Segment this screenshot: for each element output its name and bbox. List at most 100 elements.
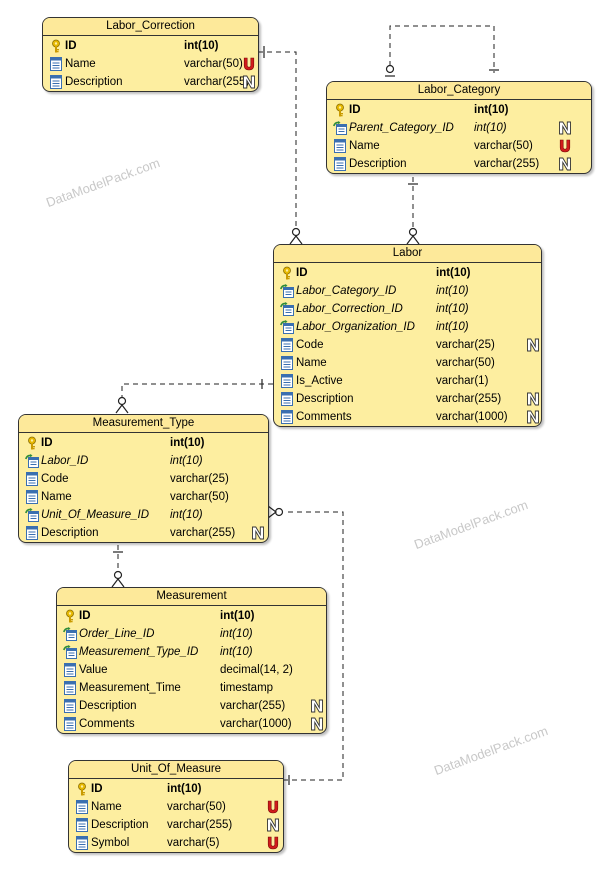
primary-key-icon <box>25 436 39 450</box>
column-type: int(10) <box>436 303 469 315</box>
rel-labor-category-self <box>389 25 495 73</box>
column-type: varchar(255) <box>220 700 286 712</box>
column-name: Order_Line_ID <box>79 628 155 640</box>
column-name: Code <box>41 473 69 485</box>
column-name: Parent_Category_ID <box>349 122 454 134</box>
column-row[interactable]: ID int(10) <box>57 607 326 625</box>
foreign-key-icon <box>63 645 77 659</box>
column-name: Symbol <box>91 837 130 849</box>
zero-marker <box>113 570 123 580</box>
column-icon <box>25 490 39 504</box>
column-icon <box>63 681 77 695</box>
foreign-key-icon <box>25 508 39 522</box>
entity-title: Labor <box>274 245 541 263</box>
primary-key-icon <box>280 266 294 280</box>
foreign-key-icon <box>280 320 294 334</box>
entity-title: Labor_Correction <box>43 18 258 36</box>
column-type: int(10) <box>220 610 255 622</box>
column-row[interactable]: Comments varchar(1000) <box>57 715 326 733</box>
column-row[interactable]: Name varchar(50) <box>274 354 541 372</box>
column-icon <box>333 157 347 171</box>
column-name: Comments <box>296 411 352 423</box>
column-type: varchar(255) <box>184 76 250 88</box>
entity-title: Measurement <box>57 588 326 606</box>
foreign-key-icon <box>280 284 294 298</box>
column-name: Name <box>91 801 122 813</box>
column-type: varchar(50) <box>184 58 243 70</box>
zero-marker <box>408 227 418 237</box>
column-icon <box>63 699 77 713</box>
nullable-icon <box>558 121 572 135</box>
entity-title: Labor_Category <box>327 82 591 100</box>
nullable-icon <box>310 699 324 713</box>
crowfoot-marker <box>289 235 303 245</box>
primary-key-icon <box>333 103 347 117</box>
column-type: varchar(1000) <box>220 718 292 730</box>
column-type: int(10) <box>436 267 471 279</box>
column-name: Name <box>349 140 380 152</box>
column-type: int(10) <box>436 285 469 297</box>
column-icon <box>63 717 77 731</box>
unique-icon <box>558 139 572 153</box>
nullable-icon <box>526 338 540 352</box>
column-type: int(10) <box>184 40 219 52</box>
column-name: Description <box>91 819 149 831</box>
column-name: ID <box>79 610 91 622</box>
column-name: Comments <box>79 718 135 730</box>
unique-icon <box>266 836 280 850</box>
column-name: Name <box>296 357 327 369</box>
column-type: timestamp <box>220 682 274 694</box>
nullable-icon <box>310 717 324 731</box>
column-name: Description <box>349 158 407 170</box>
column-icon <box>25 472 39 486</box>
nullable-icon <box>266 818 280 832</box>
column-type: int(10) <box>436 321 469 333</box>
nullable-icon <box>251 526 265 540</box>
foreign-key-icon <box>280 302 294 316</box>
column-icon <box>75 836 89 850</box>
zero-marker <box>385 64 395 74</box>
unique-icon <box>266 800 280 814</box>
zero-marker <box>117 396 127 406</box>
column-icon <box>280 410 294 424</box>
column-type: varchar(50) <box>436 357 495 369</box>
column-icon <box>280 374 294 388</box>
